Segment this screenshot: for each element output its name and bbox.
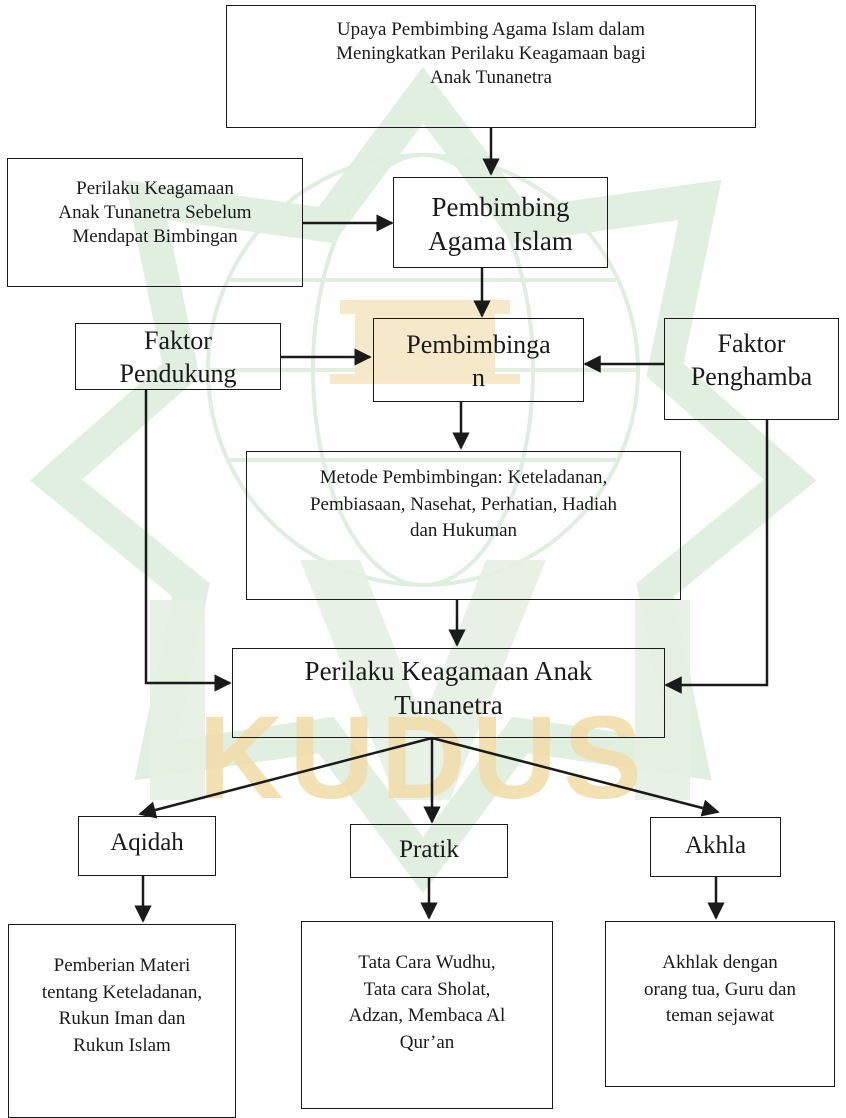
pratik-detail-box: Tata Cara Wudhu, Tata cara Sholat, Adzan…: [301, 921, 553, 1109]
title-box: Upaya Pembimbing Agama Islam dalam Menin…: [226, 5, 756, 128]
faktor-pendukung-box: Faktor Pendukung: [75, 323, 281, 390]
arrow-perilaku-to-aqidah: [138, 736, 433, 819]
line-penghamba-to-perilaku: [664, 420, 769, 694]
pembimbingan-box: Pembimbinga n: [373, 318, 584, 402]
arrow-perilaku-to-akhla: [431, 736, 720, 817]
line-pendukung-to-perilaku: [144, 390, 232, 692]
perilaku-keagamaan-box: Perilaku Keagamaan Anak Tunanetra: [232, 648, 665, 738]
before-guidance-box: Perilaku Keagamaan Anak Tunanetra Sebelu…: [7, 158, 303, 287]
pratik-box: Pratik: [350, 824, 508, 878]
akhla-box: Akhla: [650, 817, 781, 877]
pembimbing-agama-islam-box: Pembimbing Agama Islam: [393, 177, 608, 268]
aqidah-box: Aqidah: [78, 816, 216, 876]
metode-pembimbingan-box: Metode Pembimbingan: Keteladanan, Pembia…: [246, 451, 681, 600]
akhla-detail-box: Akhlak dengan orang tua, Guru dan teman …: [605, 921, 835, 1087]
aqidah-detail-box: Pemberian Materi tentang Keteladanan, Ru…: [8, 924, 236, 1118]
faktor-penghamba-box: Faktor Penghamba: [664, 318, 839, 420]
